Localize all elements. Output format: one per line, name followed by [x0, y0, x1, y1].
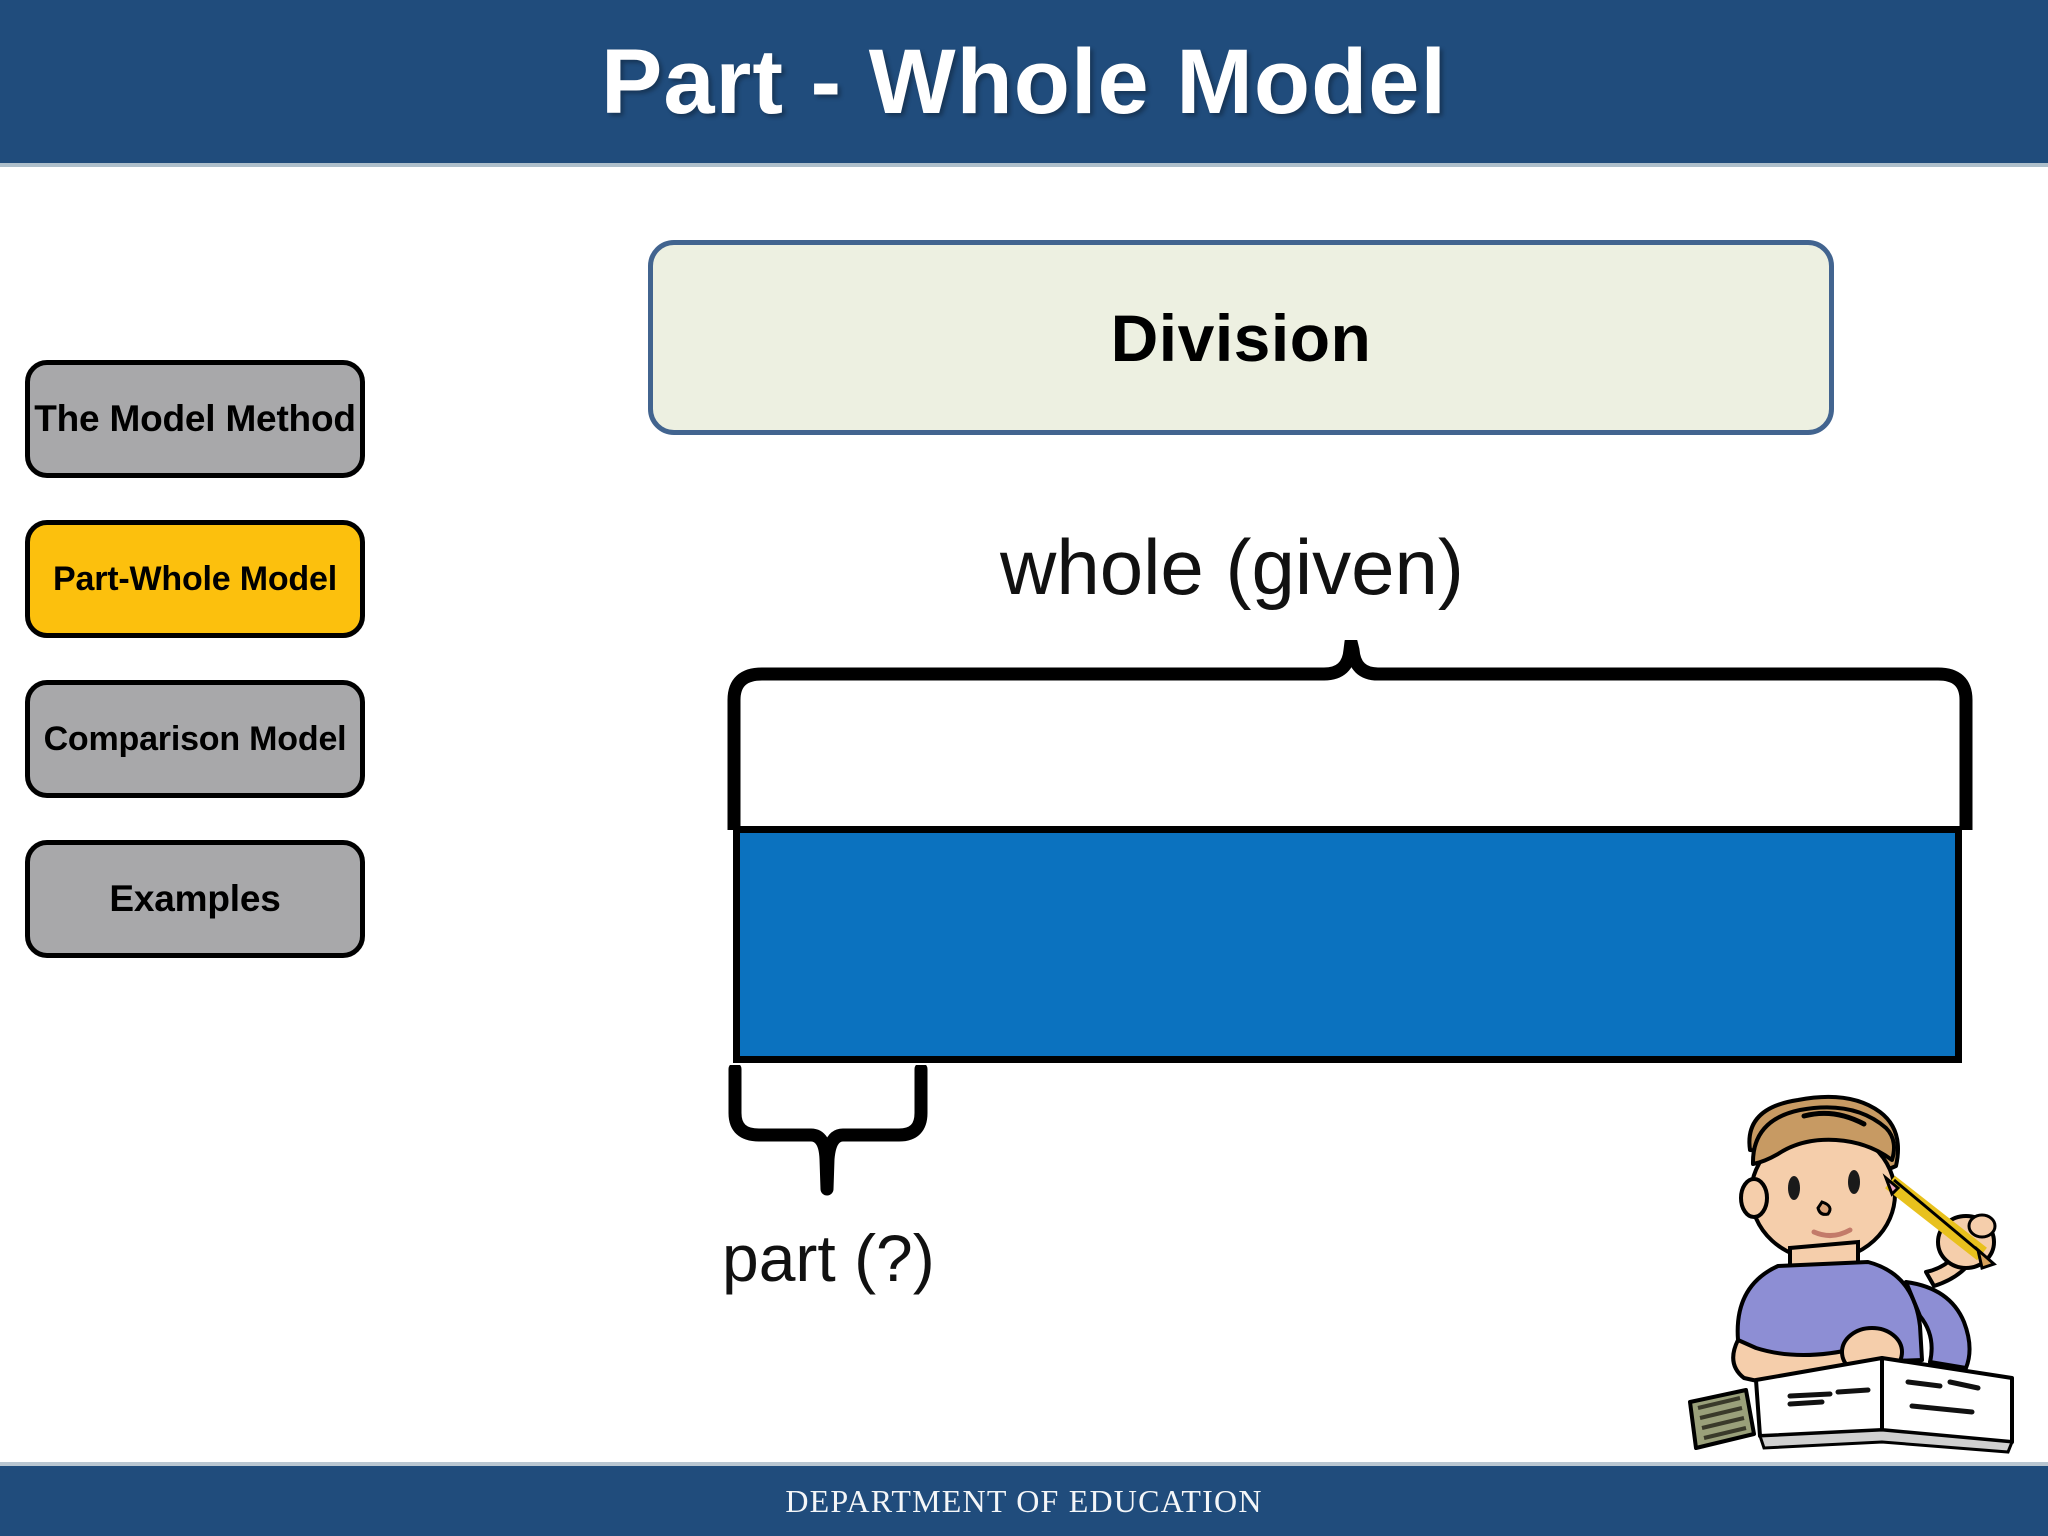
student-doing-math-illustration	[1688, 1094, 2015, 1454]
operation-title-box: Division	[648, 240, 1834, 435]
sidebar-item-label: Comparison Model	[43, 719, 347, 758]
sidebar-nav: The Model Method Part-Whole Model Compar…	[25, 360, 365, 1000]
slide-footer: DEPARTMENT OF EDUCATION	[0, 1466, 2048, 1536]
sidebar-item-the-model-method[interactable]: The Model Method	[25, 360, 365, 478]
page-title: Part - Whole Model	[601, 30, 1447, 133]
header-divider	[0, 163, 2048, 167]
footer-divider	[0, 1462, 2048, 1466]
sidebar-item-part-whole-model[interactable]: Part-Whole Model	[25, 520, 365, 638]
sidebar-item-comparison-model[interactable]: Comparison Model	[25, 680, 365, 798]
slide-header: Part - Whole Model	[0, 0, 2048, 163]
whole-bar	[733, 826, 1962, 1063]
top-brace-icon	[727, 640, 1973, 830]
bottom-brace-icon	[728, 1065, 928, 1196]
sidebar-item-examples[interactable]: Examples	[25, 840, 365, 958]
sidebar-item-label: Examples	[109, 878, 281, 919]
footer-label: DEPARTMENT OF EDUCATION	[785, 1482, 1263, 1519]
operation-title-label: Division	[1110, 300, 1372, 375]
part-unknown-label: part (?)	[722, 1221, 935, 1295]
whole-given-label: whole (given)	[1000, 523, 1464, 611]
sidebar-item-label: The Model Method	[34, 398, 356, 439]
sidebar-item-label: Part-Whole Model	[53, 559, 337, 598]
